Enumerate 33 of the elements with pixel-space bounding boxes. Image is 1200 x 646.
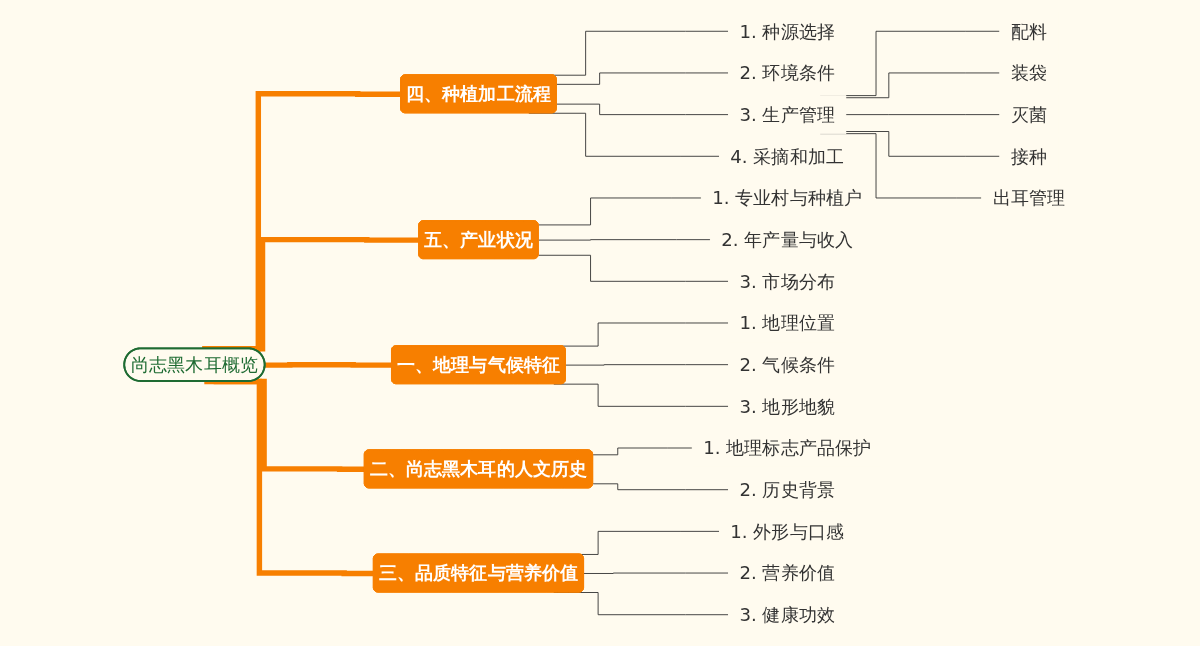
node-text: 2. 历史背景 [739,478,835,501]
node-text: 接种 [1010,145,1047,168]
node-text: 2. 环境条件 [739,62,835,84]
connector [845,114,1001,116]
node-text: 装袋 [1010,62,1047,84]
connector [845,131,1001,157]
node-text: 2. 营养价值 [739,562,835,584]
connector [538,197,702,226]
connector [592,483,729,491]
connector [538,254,729,282]
node-text: 1. 种源选择 [739,20,835,43]
connector [845,72,1001,99]
node-text: 1. 地理位置 [739,312,835,334]
connector [265,361,392,368]
node-text: 3. 地形地貌 [739,395,835,418]
node-text: 2. 气候条件 [739,353,835,376]
connector [204,378,374,577]
node-text: 灭菌 [1010,103,1047,126]
connector [592,447,693,456]
node-text: 1. 地理标志产品保护 [703,437,872,459]
node-text: 3. 健康功效 [739,603,835,626]
node-text: 1. 外形与口感 [730,520,844,543]
node-text: 配料 [1010,20,1047,43]
node-text: 3. 市场分布 [739,270,835,293]
connector [538,239,711,241]
node-text: 4. 采摘和加工 [730,145,844,168]
node-text: 2. 年产量与收入 [721,228,853,251]
node-text: 1. 专业村与种植户 [712,187,863,209]
connector [556,72,729,85]
connector [583,572,729,574]
connector [556,103,729,116]
connector [565,364,729,366]
node-text: 出耳管理 [992,187,1065,209]
